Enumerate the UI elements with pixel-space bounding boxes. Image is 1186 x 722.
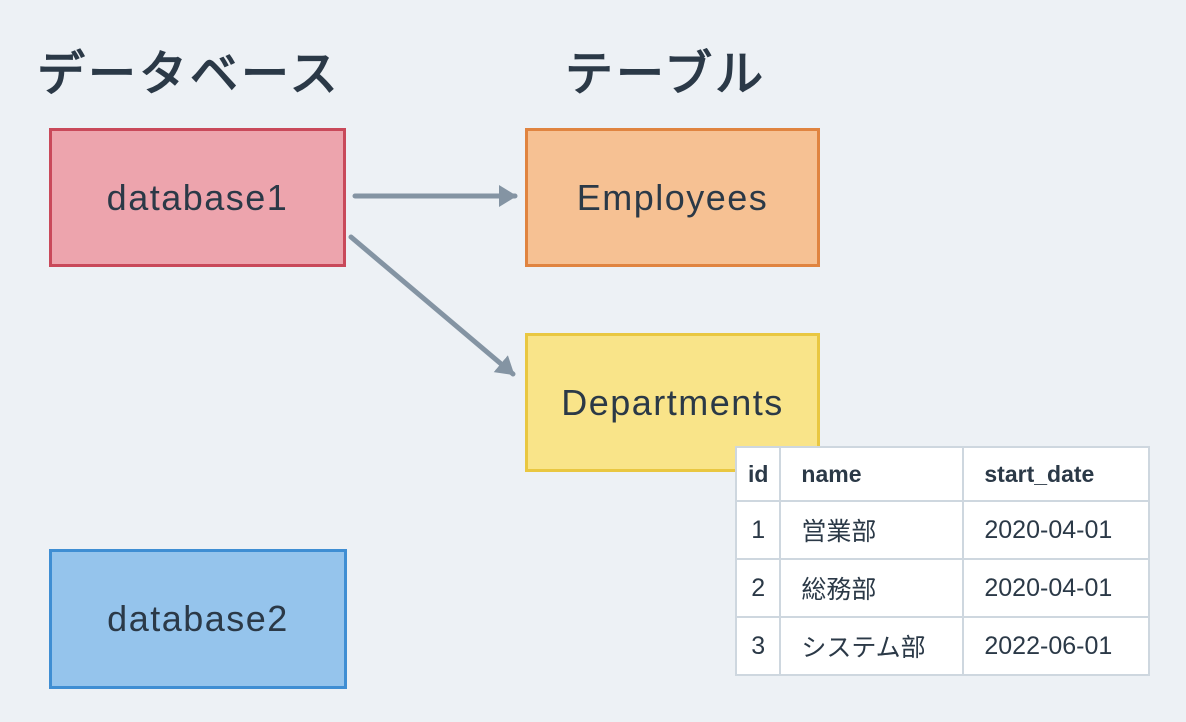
table-row: 2 総務部 2020-04-01 bbox=[734, 558, 1150, 618]
cell-start-date: 2020-04-01 bbox=[962, 558, 1150, 618]
node-employees: Employees bbox=[525, 128, 820, 267]
cell-id: 2 bbox=[734, 558, 782, 618]
column-header-name: name bbox=[779, 446, 965, 502]
cell-start-date: 2022-06-01 bbox=[962, 616, 1150, 676]
cell-start-date: 2020-04-01 bbox=[962, 500, 1150, 560]
departments-data-table: id name start_date 1 営業部 2020-04-01 2 総務… bbox=[734, 446, 1150, 676]
cell-id: 3 bbox=[734, 616, 782, 676]
node-database1-label: database1 bbox=[106, 176, 289, 218]
heading-database-section: データベース bbox=[37, 48, 341, 101]
arrow-database1-to-departments bbox=[348, 234, 516, 377]
heading-table-section: テーブル bbox=[565, 48, 767, 101]
node-employees-label: Employees bbox=[576, 176, 769, 218]
cell-id: 1 bbox=[734, 500, 782, 560]
table-header-row: id name start_date bbox=[734, 446, 1150, 502]
table-row: 1 営業部 2020-04-01 bbox=[734, 500, 1150, 560]
table-row: 3 システム部 2022-06-01 bbox=[734, 616, 1150, 676]
node-database2-label: database2 bbox=[107, 598, 289, 639]
cell-name: 総務部 bbox=[779, 558, 965, 618]
cell-name: 営業部 bbox=[779, 500, 965, 560]
node-database2: database2 bbox=[49, 549, 347, 689]
node-departments-label: Departments bbox=[561, 381, 784, 423]
cell-name: システム部 bbox=[779, 616, 965, 676]
node-database1: database1 bbox=[49, 128, 346, 267]
column-header-start-date: start_date bbox=[962, 446, 1150, 502]
column-header-id: id bbox=[734, 446, 782, 502]
